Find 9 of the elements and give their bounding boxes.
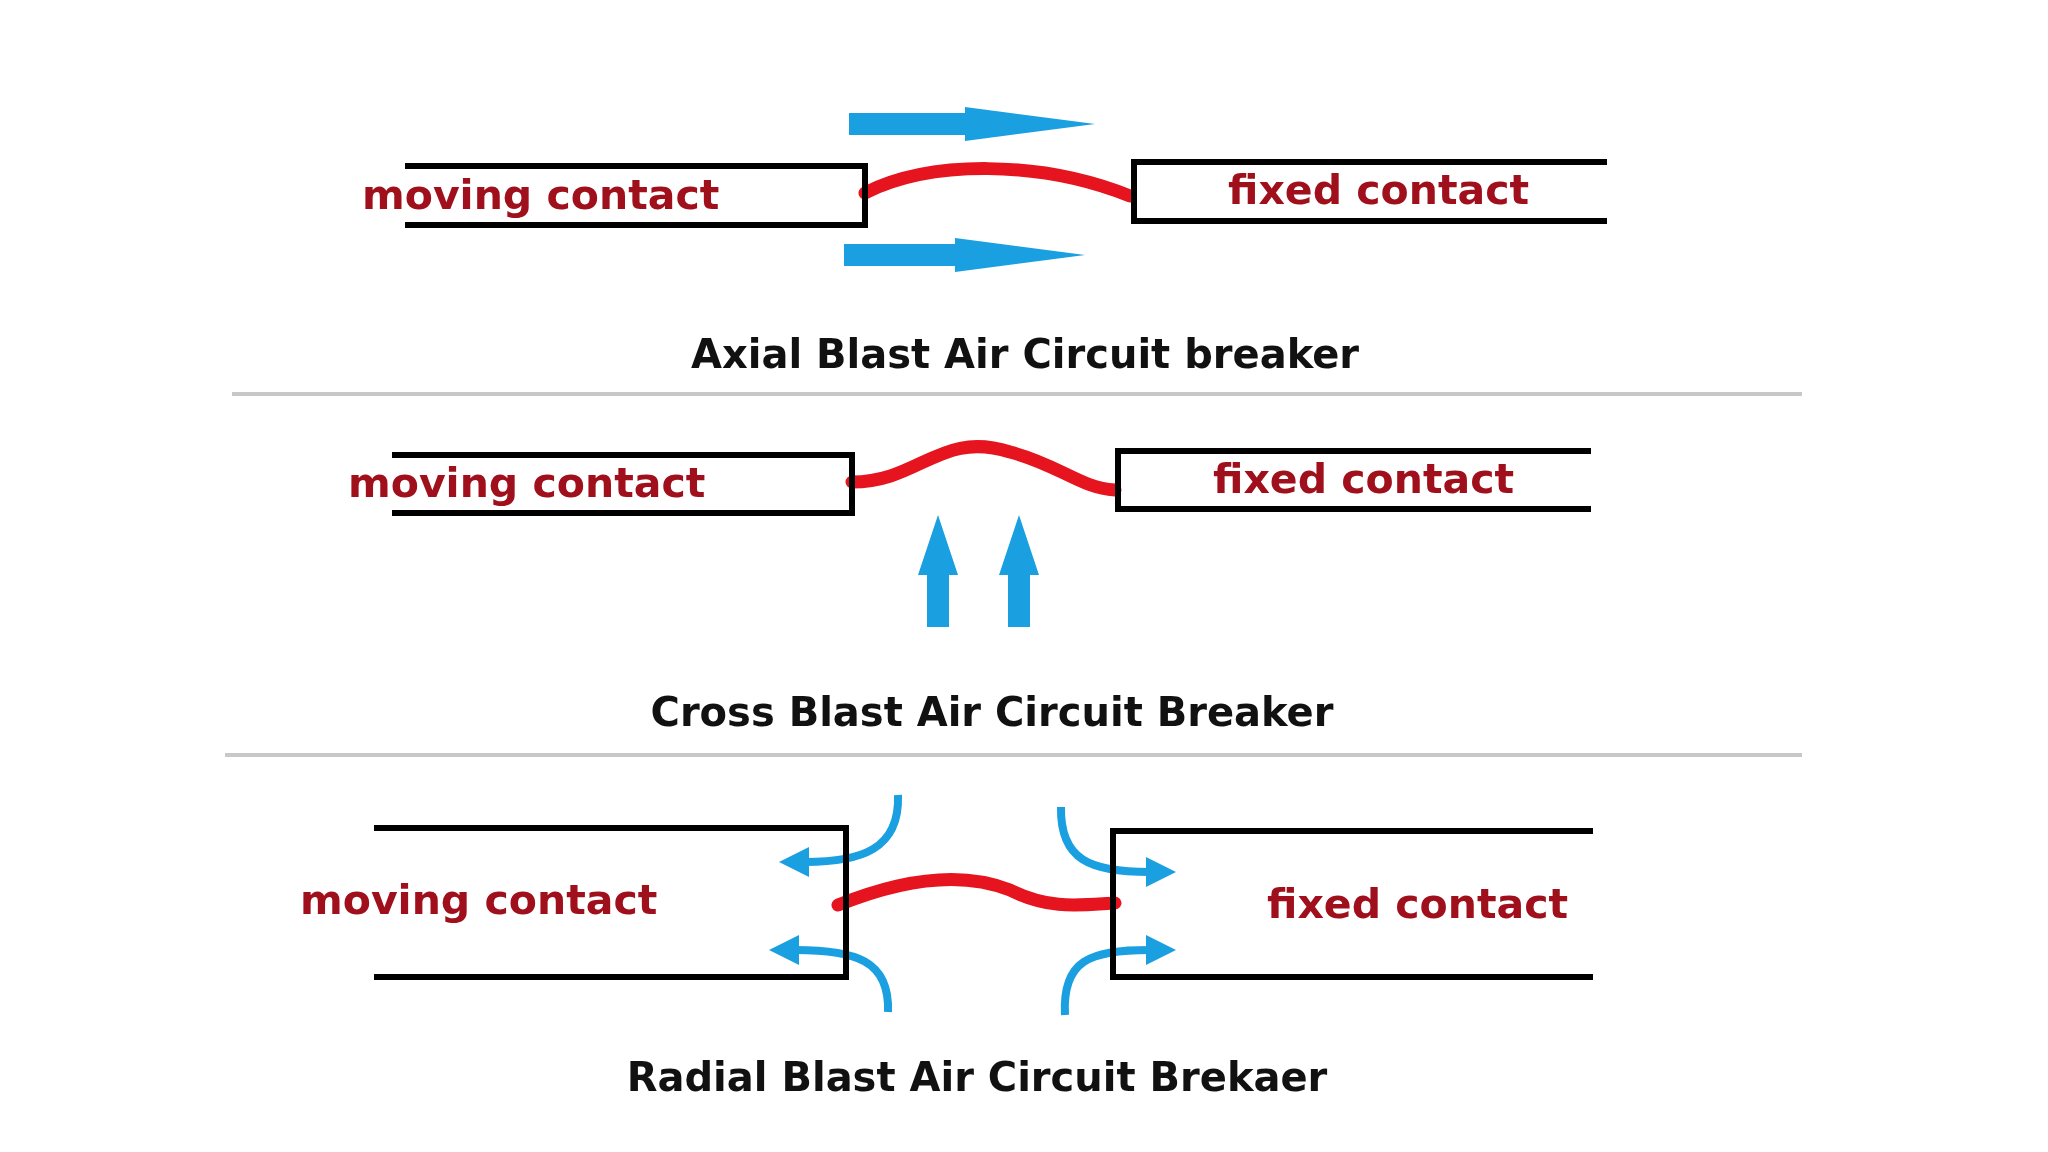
contact-label: fixed contact xyxy=(1267,883,1569,925)
diagram-heading: Cross Blast Air Circuit Breaker xyxy=(650,692,1334,732)
contact-label: moving contact xyxy=(348,462,706,504)
diagram-heading: Radial Blast Air Circuit Brekaer xyxy=(626,1057,1328,1097)
contact-label: fixed contact xyxy=(1228,169,1530,211)
diagram-heading: Axial Blast Air Circuit breaker xyxy=(690,334,1360,374)
contact-label: fixed contact xyxy=(1213,458,1515,500)
contact-label: moving contact xyxy=(300,879,658,921)
contact-label: moving contact xyxy=(362,174,720,216)
